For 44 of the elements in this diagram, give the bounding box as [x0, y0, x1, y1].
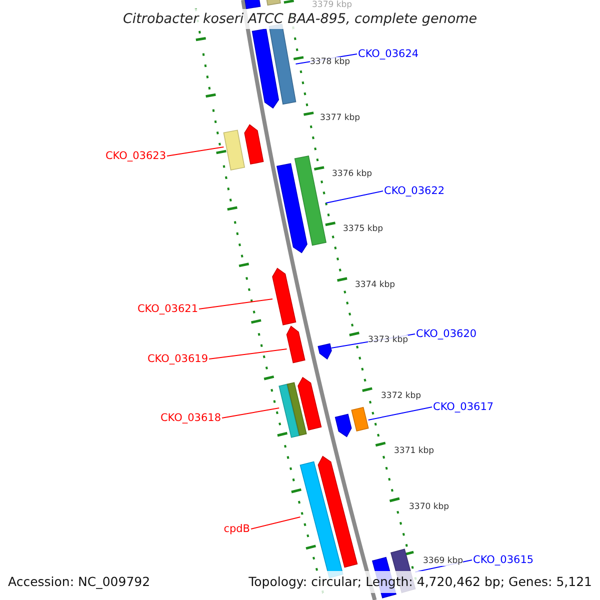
gene-block: [298, 376, 322, 431]
leader-line: [326, 190, 384, 204]
footer-text: Accession: NC_009792: [8, 574, 150, 589]
scale-label: 3374 kbp: [355, 280, 396, 290]
scale-label: 3375 kbp: [343, 224, 384, 234]
scale-label: 3371 kbp: [394, 446, 434, 456]
scale-label: 3372 kbp: [381, 391, 422, 401]
gene-block: [223, 130, 246, 170]
scale-label: 3376 kbp: [332, 169, 372, 179]
scale-label: 3373 kbp: [368, 335, 408, 345]
leader-line: [166, 146, 224, 156]
gene-block: [351, 406, 369, 432]
gene-label: CKO_03618: [160, 412, 221, 424]
leader-line: [198, 298, 273, 310]
gene-block: [286, 326, 306, 364]
scale-label: 3370 kbp: [409, 502, 450, 512]
gene-block: [272, 268, 296, 326]
gene-label: CKO_03623: [105, 150, 166, 162]
gene-label: CKO_03621: [137, 303, 198, 315]
gene-block: [286, 382, 307, 436]
gene-label: CKO_03615: [473, 554, 534, 566]
gene-block: [318, 456, 358, 568]
gene-label: cpdB: [224, 523, 250, 535]
leader-line: [250, 516, 301, 530]
gene-block: [334, 414, 352, 438]
scale-label: 3377 kbp: [320, 113, 360, 123]
footer-text: Topology: circular; Length: 4,720,462 bp; Genes: 5,121: [248, 574, 592, 589]
gene-block: [266, 0, 281, 6]
leader-line: [222, 408, 280, 418]
gene-label: CKO_03617: [433, 401, 494, 413]
gene-label: CKO_03622: [384, 185, 445, 197]
gene-block: [294, 155, 327, 246]
gene-label: CKO_03619: [147, 353, 208, 365]
gene-block: [278, 384, 300, 438]
gene-label: CKO_03620: [416, 328, 477, 340]
gene-label: CKO_03624: [358, 48, 419, 60]
scale-label: 3369 kbp: [423, 556, 464, 566]
gene-block: [276, 163, 308, 254]
scale-label: 3378 kbp: [310, 57, 350, 67]
leader-line: [368, 406, 432, 420]
leader-line: [208, 348, 288, 360]
gene-block: [252, 28, 280, 109]
gene-block: [244, 124, 264, 165]
gene-block: [318, 343, 332, 360]
